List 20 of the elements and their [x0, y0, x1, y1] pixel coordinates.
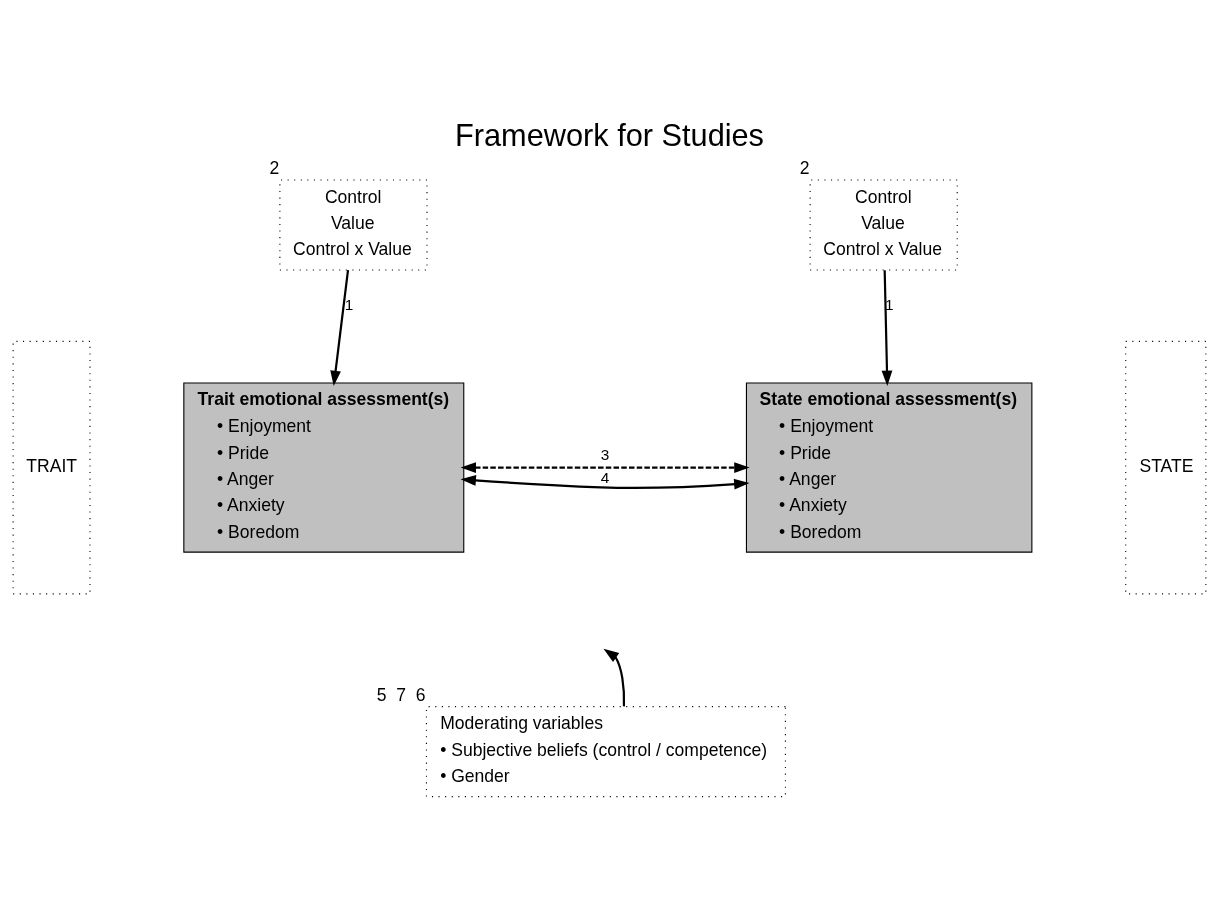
- node-box: Control Value Control x Value: [809, 178, 958, 271]
- diagram-title: Framework for Studies: [455, 117, 764, 153]
- edge-label: 1: [884, 295, 894, 313]
- node-box: State emotional assessment(s) • Enjoyment • Pride • Anger • Anxiety • Boredom: [745, 382, 1033, 553]
- arrow: [881, 269, 893, 386]
- edge-label: 4: [600, 468, 610, 486]
- node-box: Moderating variables • Subjective beliefs (control / competence) • Gender: [425, 705, 786, 797]
- edge-label: 3: [600, 445, 610, 463]
- arrow: [330, 269, 350, 386]
- node-box: STATE: [1125, 340, 1207, 594]
- node-label: 2: [269, 157, 280, 178]
- node-box: Control Value Control x Value: [279, 178, 428, 271]
- edge-label: 1: [344, 295, 354, 313]
- node-label: 2: [799, 157, 810, 178]
- arrow: [603, 648, 626, 706]
- arrow: [460, 474, 750, 490]
- arrow: [460, 461, 750, 473]
- node-box: Trait emotional assessment(s) • Enjoyment • Pride • Anger • Anxiety • Boredom: [183, 382, 465, 553]
- node-label: 5 7 6: [376, 684, 426, 705]
- node-box: TRAIT: [12, 340, 91, 594]
